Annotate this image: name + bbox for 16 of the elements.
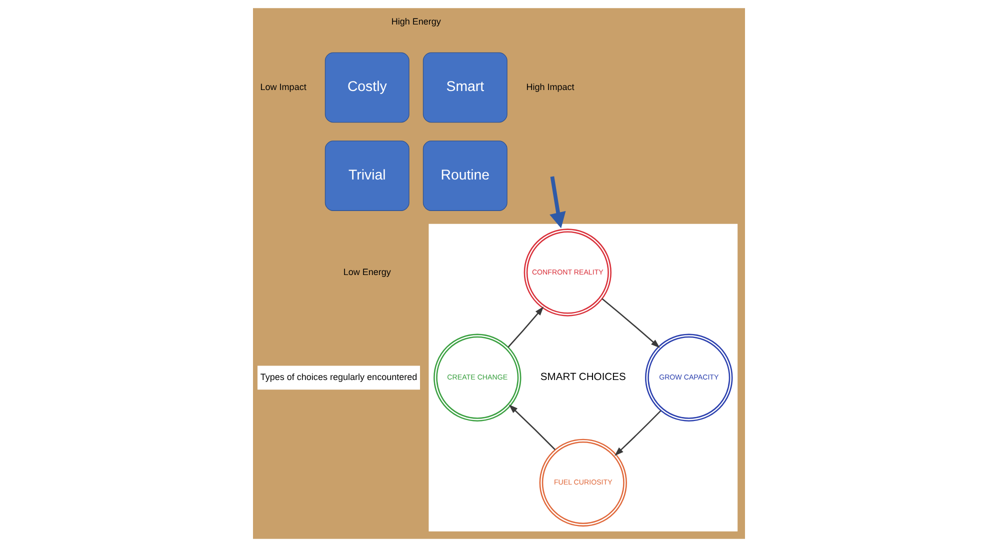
node-box: Trivial	[324, 140, 409, 211]
label: High Energy	[390, 16, 440, 27]
arrow	[508, 404, 555, 450]
node-box: Types of choices regularly encountered	[257, 366, 420, 390]
label: Low Energy	[342, 266, 390, 277]
label: High Impact	[526, 82, 574, 92]
node-box: Costly	[324, 52, 409, 123]
arrow	[549, 176, 566, 228]
cluster	[428, 224, 738, 532]
arrow	[614, 410, 661, 456]
label: SMART CHOICES	[540, 372, 626, 384]
node-box: Smart	[422, 52, 507, 123]
node-box: Routine	[422, 140, 507, 211]
arrow	[507, 306, 544, 348]
arrow	[601, 298, 660, 348]
label: Low Impact	[260, 82, 306, 92]
